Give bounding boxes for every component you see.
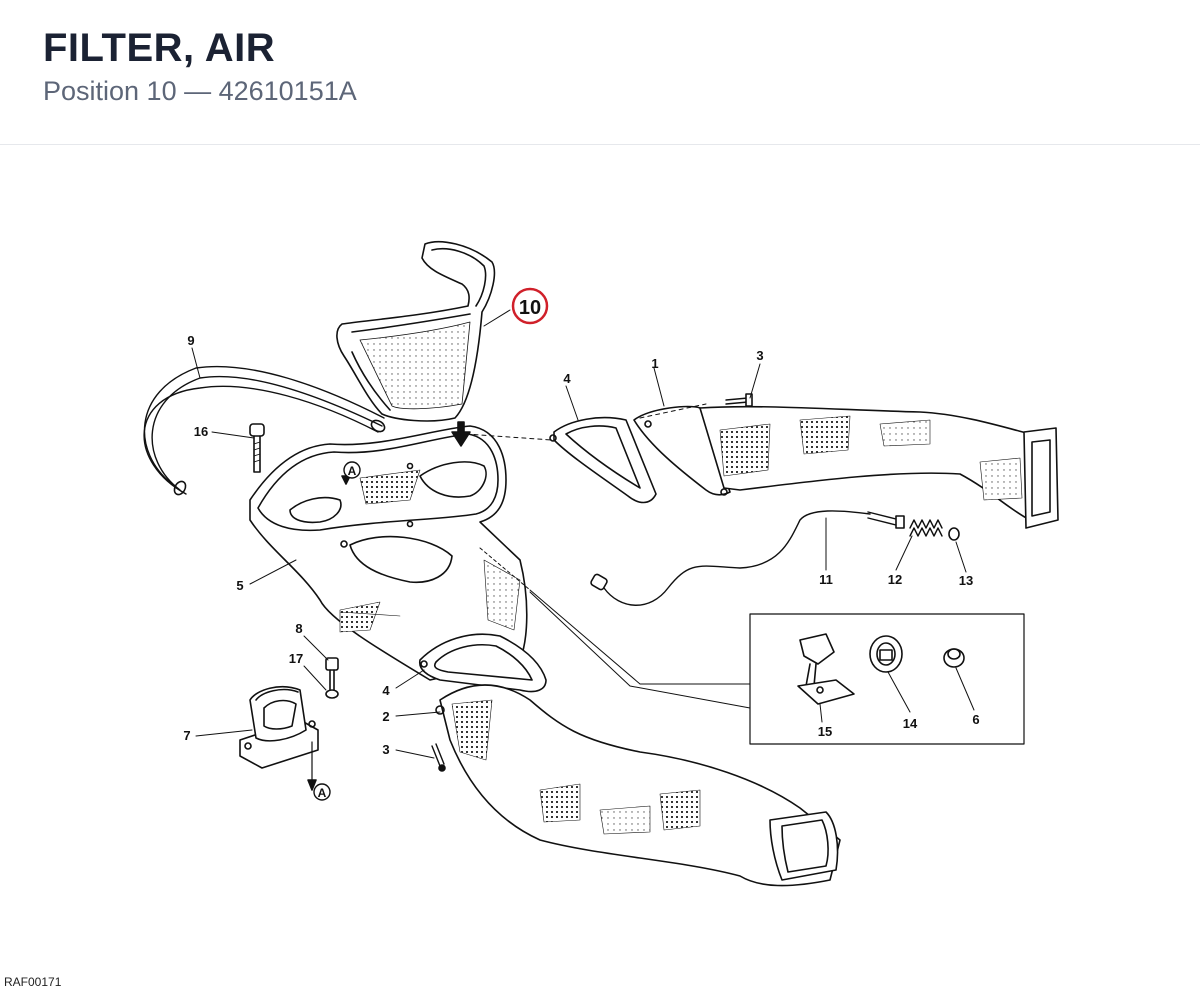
callout-14: 14 [903, 716, 918, 731]
reference-marker-a-upper: A [343, 461, 361, 479]
part-grommet [869, 635, 903, 673]
part-bushing [943, 648, 965, 668]
callout-11: 11 [819, 572, 833, 587]
page-subtitle: Position 10 — 42610151A [43, 76, 357, 106]
svg-text:10: 10 [519, 297, 541, 319]
leader-lines [191, 309, 975, 759]
callout-13: 13 [959, 573, 973, 588]
callout-15: 15 [818, 724, 832, 739]
callout-labels: 9 16 5 8 17 7 4 2 3 1 3 4 11 12 13 15 14… [183, 333, 979, 757]
part-clip [797, 633, 855, 705]
callout-9: 9 [187, 333, 194, 348]
reference-marker-a-lower: A [313, 783, 331, 801]
page-title: FILTER, AIR [43, 26, 276, 70]
drawing-code: RAF00171 [4, 975, 62, 989]
callout-17: 17 [289, 651, 303, 666]
svg-text:A: A [318, 786, 327, 800]
callout-6: 6 [972, 712, 979, 727]
part-nut [948, 527, 960, 541]
part-screw-upper [725, 397, 749, 405]
part-bolt-16 [249, 423, 265, 473]
callout-3-upper: 3 [756, 348, 763, 363]
highlighted-callout-10[interactable]: 10 [511, 287, 549, 325]
callout-5: 5 [236, 578, 243, 593]
part-mount-bracket [239, 685, 319, 769]
callout-8: 8 [295, 621, 302, 636]
callout-1: 1 [651, 356, 658, 371]
header: FILTER, AIR Position 10 — 42610151A [0, 0, 1200, 145]
part-bolt-8 [325, 657, 339, 699]
callout-16: 16 [194, 424, 208, 439]
svg-text:A: A [348, 464, 357, 478]
part-air-filter [336, 240, 496, 422]
part-spring [909, 519, 943, 537]
part-upper-duct [633, 405, 1059, 529]
callout-3-lower: 3 [382, 742, 389, 757]
part-lower-duct [435, 684, 841, 887]
callout-12: 12 [888, 572, 902, 587]
part-airbox-housing [249, 425, 531, 681]
part-cable [590, 510, 905, 606]
part-gasket-upper [549, 416, 657, 504]
detail-inset-box [749, 613, 1025, 745]
callout-4-upper: 4 [563, 371, 571, 386]
callout-7: 7 [183, 728, 190, 743]
callout-2: 2 [382, 709, 389, 724]
callout-4-lower: 4 [382, 683, 390, 698]
part-screw-lower [431, 743, 445, 767]
part-gasket-lower [418, 633, 547, 693]
